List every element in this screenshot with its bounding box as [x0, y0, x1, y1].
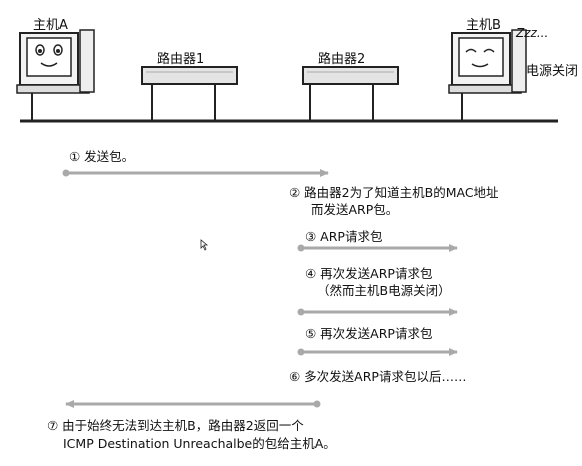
router-2-icon [302, 66, 399, 121]
router-1-label: 路由器1 [157, 52, 205, 67]
power-off-label: 电源关闭 [526, 64, 579, 79]
step-6-text: ⑥ 多次发送ARP请求包以后…… [289, 369, 467, 384]
step-7-arrow [65, 400, 321, 408]
host-a-label: 主机A [33, 18, 68, 33]
step-4-text-line1: ④ 再次发送ARP请求包 [305, 266, 433, 281]
step-7-text-line2: ICMP Destination Unreachalbe的包给主机A。 [63, 436, 336, 451]
step-7-text-line1: ⑦ 由于始终无法到达主机B，路由器2返回一个 [47, 418, 304, 433]
host-b-sleeping-computer-icon [448, 29, 527, 121]
step-2-text-line1: ② 路由器2为了知道主机B的MAC地址 [289, 185, 499, 200]
step-4-text-line2: （然而主机B电源关闭） [317, 283, 451, 298]
cursor-icon [200, 239, 209, 251]
step-5-arrow [297, 348, 458, 356]
step-3-text: ③ ARP请求包 [305, 229, 383, 244]
step-4-arrow [297, 308, 458, 316]
step-5-text: ⑤ 再次发送ARP请求包 [305, 326, 433, 341]
sleep-zzz-text: Zzz... [516, 26, 549, 40]
host-b-label: 主机B [466, 18, 501, 33]
step-3-arrow [297, 244, 458, 252]
router-2-label: 路由器2 [318, 52, 366, 67]
step-2-text-line2: 而发送ARP包。 [311, 202, 399, 217]
host-a-computer-icon [16, 29, 95, 121]
step-1-arrow [62, 169, 329, 177]
router-1-icon [141, 66, 238, 121]
step-1-text: ① 发送包。 [69, 149, 135, 164]
